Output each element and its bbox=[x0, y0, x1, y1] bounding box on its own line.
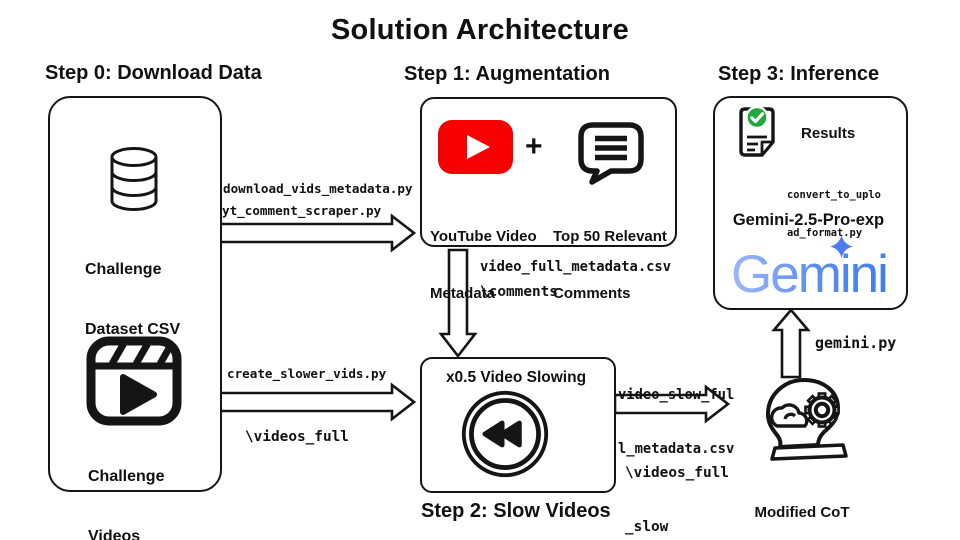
gemini-logo-text: Gemini bbox=[731, 245, 887, 304]
comments-dir-label: \comments bbox=[480, 284, 558, 300]
dataset-csv-label: Challenge Dataset CSV bbox=[85, 261, 181, 338]
page-title: Solution Architecture bbox=[331, 14, 629, 46]
step1-heading: Step 1: Augmentation bbox=[404, 63, 610, 85]
video-full-metadata-label: video_full_metadata.csv bbox=[480, 259, 672, 275]
youtube-icon bbox=[438, 120, 513, 174]
slow-dirs-label: \videos_full _slow \comments bbox=[625, 465, 729, 535]
youtube-metadata-label: YouTube Video Metadata bbox=[430, 228, 537, 302]
gemini-sparkle-icon bbox=[830, 235, 853, 258]
plus-sign: + bbox=[525, 130, 543, 163]
arrow-cot-to-step3 bbox=[771, 307, 811, 379]
slow-metadata-label: video_slow_ful l_metadata.csv bbox=[618, 387, 735, 457]
video-clip-icon bbox=[86, 336, 182, 426]
database-icon bbox=[110, 147, 158, 211]
step0-box bbox=[48, 96, 222, 492]
step0-heading: Step 0: Download Data bbox=[45, 62, 262, 84]
gemini-script-label: gemini.py bbox=[815, 334, 897, 352]
gemini-model-label: Gemini-2.5-Pro-exp bbox=[732, 211, 885, 229]
arrow-step0-to-step1 bbox=[217, 213, 417, 253]
challenge-videos-label: Challenge Videos bbox=[88, 468, 165, 540]
download-scripts-label-1: download_vids_metadata.py bbox=[223, 181, 413, 196]
arrow-step0-to-step2 bbox=[217, 382, 417, 422]
gemini-logo: Gemini bbox=[731, 245, 889, 304]
comments-icon bbox=[578, 122, 644, 185]
videos-full-dir-label: \videos_full bbox=[245, 429, 349, 445]
results-document-icon bbox=[739, 105, 775, 157]
cot-prompt-label: Modified CoT Prompt bbox=[754, 504, 850, 521]
rewind-icon bbox=[461, 390, 549, 478]
cot-head-gear-icon bbox=[766, 378, 848, 461]
results-label: Results bbox=[801, 125, 856, 142]
step2-heading: Step 2: Slow Videos bbox=[421, 500, 611, 522]
video-slowing-label: x0.5 Video Slowing bbox=[445, 369, 587, 386]
convert-script-label: convert_to_uplo ad_format.py bbox=[787, 189, 881, 239]
create-slower-vids-label: create_slower_vids.py bbox=[227, 366, 387, 381]
download-scripts-label-2: yt_comment_scraper.py bbox=[222, 203, 382, 218]
step3-heading: Step 3: Inference bbox=[718, 63, 880, 85]
top50-comments-label: Top 50 Relevant Comments bbox=[553, 228, 667, 302]
